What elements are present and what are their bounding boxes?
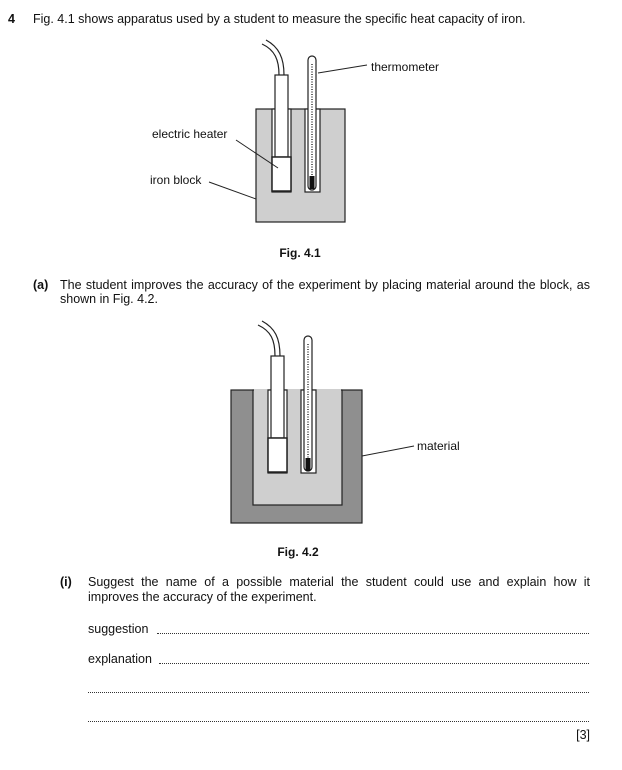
suggestion-label: suggestion <box>88 622 149 636</box>
figure-4-2-caption: Fig. 4.2 <box>277 545 319 559</box>
label-electric-heater: electric heater <box>152 127 227 141</box>
explanation-answer-line[interactable] <box>159 663 589 664</box>
part-a-label: (a) <box>33 278 49 292</box>
question-number: 4 <box>8 12 15 26</box>
marks-indicator: [3] <box>576 728 590 742</box>
question-intro: Fig. 4.1 shows apparatus used by a stude… <box>33 12 526 26</box>
part-a-text: The student improves the accuracy of the… <box>60 278 590 306</box>
electric-heater <box>274 74 289 158</box>
explanation-label: explanation <box>88 652 152 666</box>
part-i-text: Suggest the name of a possible material … <box>88 575 590 604</box>
suggestion-answer-line[interactable] <box>157 633 589 634</box>
label-thermometer: thermometer <box>371 60 439 74</box>
answer-line[interactable] <box>88 692 589 693</box>
figure-4-1-caption: Fig. 4.1 <box>279 246 321 260</box>
thermometer <box>307 55 317 191</box>
iron-block <box>255 108 346 223</box>
answer-line[interactable] <box>88 721 589 722</box>
figure-4-1-diagram: thermometer electric heater iron block <box>150 39 439 223</box>
figure-4-2-diagram: material <box>230 320 460 524</box>
label-material: material <box>417 439 460 453</box>
label-iron-block: iron block <box>150 173 202 187</box>
part-i-label: (i) <box>60 575 72 589</box>
